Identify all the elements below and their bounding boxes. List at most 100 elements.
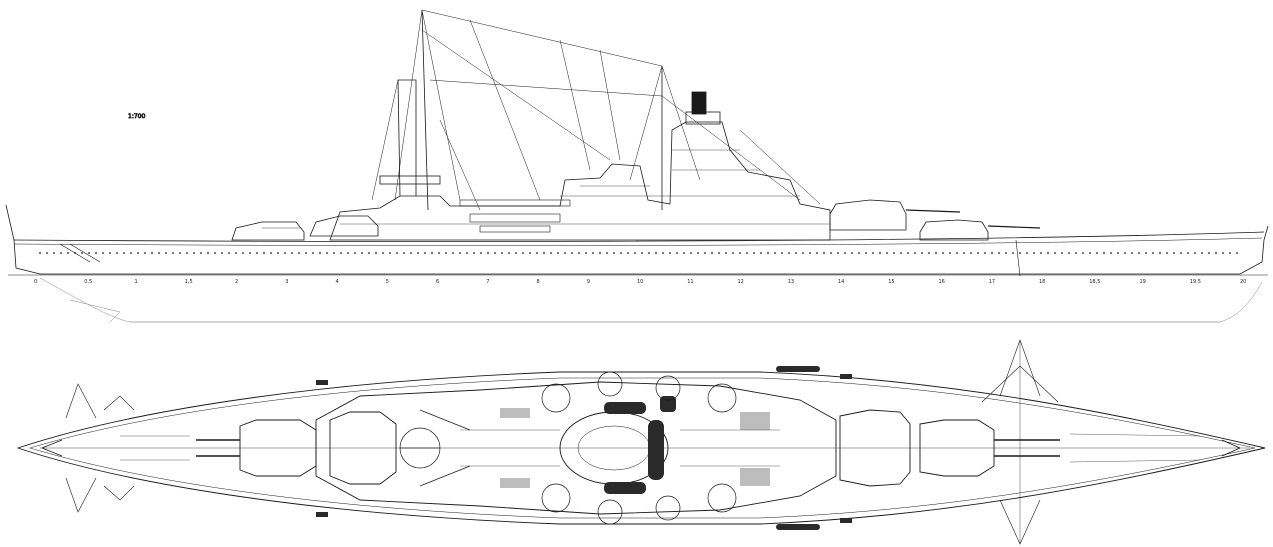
porthole <box>823 252 825 254</box>
porthole <box>270 252 272 254</box>
porthole <box>494 252 496 254</box>
porthole <box>844 252 846 254</box>
porthole <box>585 252 587 254</box>
deck-rail <box>13 237 1263 246</box>
turret-aft-1 <box>309 215 379 237</box>
porthole <box>487 252 489 254</box>
porthole <box>606 252 608 254</box>
porthole <box>711 252 713 254</box>
frame-number-label: 18 <box>1039 279 1045 285</box>
porthole <box>368 252 370 254</box>
superstructure <box>329 121 831 241</box>
porthole <box>809 252 811 254</box>
frame-number-label: 18,5 <box>1089 279 1100 285</box>
frame-number-label: 19,5 <box>1190 279 1201 285</box>
porthole <box>788 252 790 254</box>
porthole <box>893 252 895 254</box>
porthole <box>676 252 678 254</box>
porthole <box>781 252 783 254</box>
porthole <box>116 252 118 254</box>
funnel-icon <box>685 91 721 125</box>
porthole <box>1124 252 1126 254</box>
porthole <box>480 252 482 254</box>
porthole <box>935 252 937 254</box>
porthole <box>725 252 727 254</box>
porthole <box>284 252 286 254</box>
porthole <box>102 252 104 254</box>
porthole <box>389 252 391 254</box>
rigging <box>371 9 821 211</box>
frame-number-label: 5 <box>386 279 389 285</box>
porthole <box>1201 252 1203 254</box>
porthole <box>452 252 454 254</box>
porthole <box>963 252 965 254</box>
porthole <box>984 252 986 254</box>
porthole <box>704 252 706 254</box>
porthole <box>396 252 398 254</box>
porthole <box>550 252 552 254</box>
porthole <box>137 252 139 254</box>
porthole <box>347 252 349 254</box>
scale-label: 1:700 <box>128 113 145 120</box>
porthole <box>865 252 867 254</box>
porthole <box>1208 252 1210 254</box>
porthole <box>144 252 146 254</box>
porthole <box>662 252 664 254</box>
aft-mast-tower <box>397 79 417 197</box>
porthole <box>88 252 90 254</box>
hull-profile <box>5 204 1269 275</box>
porthole <box>914 252 916 254</box>
propeller-shaft <box>69 299 121 323</box>
porthole <box>900 252 902 254</box>
porthole <box>214 252 216 254</box>
frame-number-label: 3 <box>285 279 288 285</box>
turret-aft-2-plan <box>329 411 397 485</box>
frame-number-label: 4 <box>336 279 339 285</box>
porthole <box>179 252 181 254</box>
porthole <box>1229 252 1231 254</box>
porthole <box>123 252 125 254</box>
superstructure-detail <box>340 149 830 225</box>
frame-number-label: 0 <box>34 279 37 285</box>
turret-fore-1 <box>829 199 961 231</box>
porthole <box>627 252 629 254</box>
frame-number-label: 16 <box>939 279 945 285</box>
deck-detail-lines <box>120 429 1201 467</box>
porthole <box>683 252 685 254</box>
porthole <box>991 252 993 254</box>
porthole <box>1019 252 1021 254</box>
porthole <box>60 252 62 254</box>
porthole <box>501 252 503 254</box>
anchor-icon <box>59 239 1021 277</box>
porthole <box>872 252 874 254</box>
porthole <box>613 252 615 254</box>
porthole <box>1082 252 1084 254</box>
porthole <box>851 252 853 254</box>
porthole <box>718 252 720 254</box>
porthole <box>249 252 251 254</box>
porthole <box>529 252 531 254</box>
turret-fore-2 <box>919 219 1041 241</box>
porthole <box>403 252 405 254</box>
frame-number-label: 1,5 <box>185 279 193 285</box>
porthole <box>1005 252 1007 254</box>
porthole <box>417 252 419 254</box>
hull-plan-outline <box>16 371 1266 525</box>
frame-number-label: 10 <box>637 279 643 285</box>
porthole <box>760 252 762 254</box>
porthole <box>1215 252 1217 254</box>
main-mast <box>421 9 429 211</box>
deck-sheer-line <box>13 231 1265 242</box>
frame-number-label: 0,5 <box>84 279 92 285</box>
porthole <box>1222 252 1224 254</box>
porthole <box>459 252 461 254</box>
porthole <box>837 252 839 254</box>
porthole <box>774 252 776 254</box>
porthole <box>669 252 671 254</box>
porthole <box>207 252 209 254</box>
aft-searchlight-platform <box>379 175 441 185</box>
porthole <box>522 252 524 254</box>
porthole <box>228 252 230 254</box>
porthole <box>515 252 517 254</box>
